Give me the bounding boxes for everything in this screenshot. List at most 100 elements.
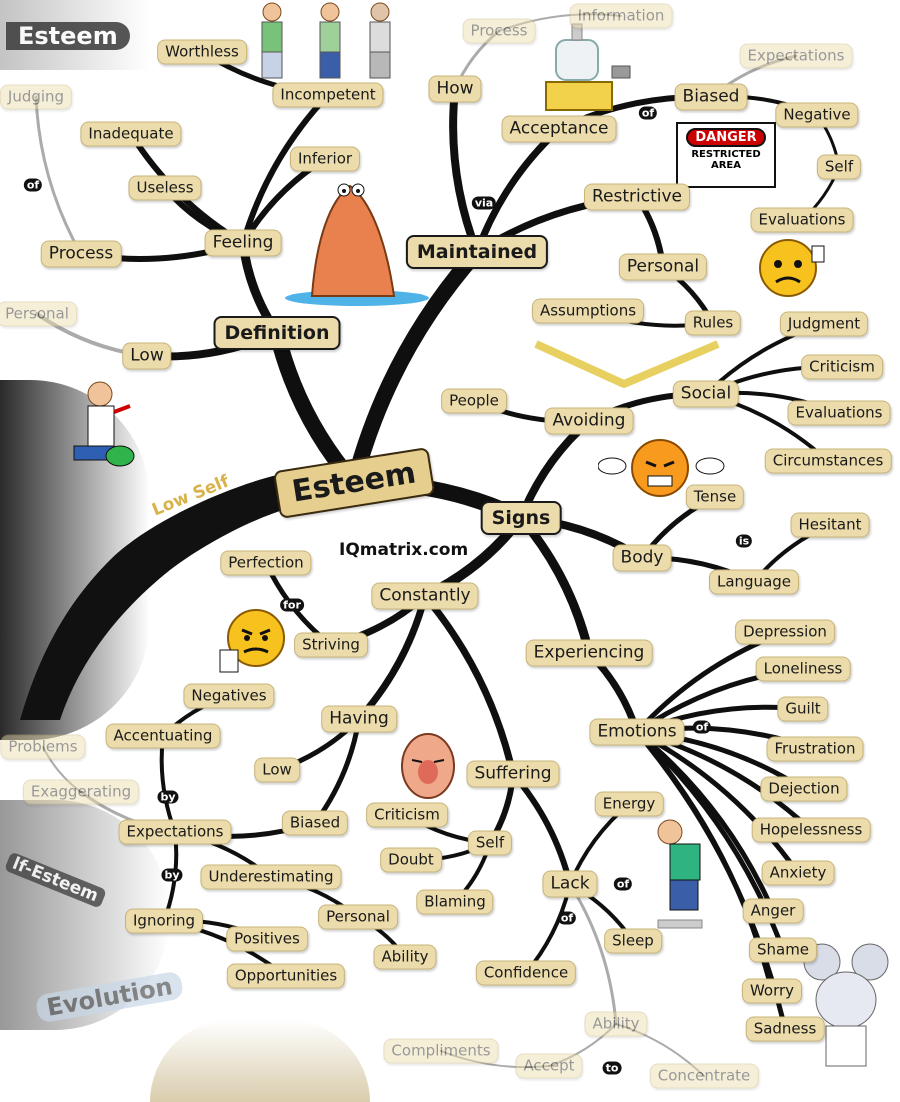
node-emotions[interactable]: Emotions — [589, 718, 685, 746]
node-acceptance[interactable]: Acceptance — [501, 115, 617, 143]
node-expectations_t[interactable]: Expectations — [739, 43, 853, 69]
node-ability_b[interactable]: Ability — [373, 944, 437, 970]
node-self_t[interactable]: Self — [816, 154, 862, 180]
node-judgment[interactable]: Judgment — [779, 311, 869, 337]
tired-man-icon — [657, 819, 703, 929]
node-doubt[interactable]: Doubt — [380, 847, 442, 873]
node-worthless[interactable]: Worthless — [157, 39, 247, 65]
node-sleep[interactable]: Sleep — [604, 928, 662, 954]
node-criticism_m[interactable]: Criticism — [366, 802, 448, 828]
node-personal_l[interactable]: Personal — [0, 301, 77, 327]
node-expectations_m[interactable]: Expectations — [118, 819, 232, 845]
low-self-branch — [20, 470, 300, 720]
node-ignoring[interactable]: Ignoring — [125, 908, 203, 934]
node-frustration[interactable]: Frustration — [766, 736, 864, 762]
link-suffering-lack — [510, 771, 573, 887]
link-lack-ability_f — [568, 882, 618, 1026]
node-compliments[interactable]: Compliments — [383, 1038, 499, 1064]
node-concentrate[interactable]: Concentrate — [649, 1063, 759, 1089]
link-process_t-information — [498, 13, 622, 32]
node-depression[interactable]: Depression — [735, 619, 835, 645]
node-biased_m[interactable]: Biased — [281, 810, 349, 836]
node-inadequate[interactable]: Inadequate — [80, 121, 182, 147]
node-accept[interactable]: Accept — [515, 1053, 583, 1079]
node-circumstances[interactable]: Circumstances — [764, 448, 892, 474]
node-biased_t[interactable]: Biased — [674, 83, 748, 111]
node-striving[interactable]: Striving — [294, 632, 368, 658]
link-exaggerating-problems — [42, 746, 82, 793]
node-rules[interactable]: Rules — [684, 310, 742, 336]
link-feeling-incompetent — [240, 92, 331, 246]
node-positives[interactable]: Positives — [226, 926, 308, 952]
node-confidence[interactable]: Confidence — [475, 960, 577, 986]
link-accept-compliments — [440, 1050, 550, 1069]
node-blaming[interactable]: Blaming — [416, 889, 494, 915]
node-shame[interactable]: Shame — [748, 937, 818, 963]
old-man-face-icon — [401, 733, 455, 799]
node-experiencing[interactable]: Experiencing — [525, 639, 653, 667]
connector-label: by — [161, 868, 183, 882]
node-exaggerating[interactable]: Exaggerating — [22, 779, 140, 805]
node-self_m[interactable]: Self — [467, 830, 513, 856]
node-low[interactable]: Low — [122, 342, 172, 370]
node-accentuating[interactable]: Accentuating — [105, 723, 221, 749]
node-suffering[interactable]: Suffering — [466, 760, 560, 788]
node-inferior[interactable]: Inferior — [289, 146, 361, 172]
mouse-icon — [803, 943, 889, 1067]
node-maintained[interactable]: Maintained — [405, 235, 549, 269]
node-how[interactable]: How — [428, 75, 482, 103]
esteem-clip-label: Esteem — [6, 22, 130, 50]
node-energy[interactable]: Energy — [594, 791, 664, 817]
node-underestimating[interactable]: Underestimating — [200, 864, 342, 890]
angry-face-icon — [219, 609, 285, 673]
node-avoiding[interactable]: Avoiding — [544, 407, 634, 435]
node-social[interactable]: Social — [672, 380, 740, 408]
node-process_l[interactable]: Process — [40, 240, 122, 268]
node-worry[interactable]: Worry — [741, 978, 803, 1004]
node-guilt[interactable]: Guilt — [777, 696, 829, 722]
node-low_m[interactable]: Low — [254, 757, 300, 783]
node-constantly[interactable]: Constantly — [371, 582, 479, 610]
node-negatives[interactable]: Negatives — [183, 683, 275, 709]
node-ability_f[interactable]: Ability — [584, 1011, 648, 1037]
node-opportunities[interactable]: Opportunities — [226, 963, 346, 989]
node-anxiety[interactable]: Anxiety — [761, 860, 835, 886]
connector-label: of — [557, 911, 577, 925]
node-feeling[interactable]: Feeling — [204, 229, 282, 257]
node-evaluations_t[interactable]: Evaluations — [750, 207, 854, 233]
link-ability_f-accept — [548, 1023, 617, 1067]
node-personal_m[interactable]: Personal — [618, 253, 708, 281]
node-hopelessness[interactable]: Hopelessness — [751, 817, 871, 843]
node-tense[interactable]: Tense — [685, 484, 745, 510]
link-ability_f-concentrate — [615, 1023, 705, 1077]
node-having[interactable]: Having — [321, 705, 397, 733]
node-loneliness[interactable]: Loneliness — [755, 656, 851, 682]
node-negative[interactable]: Negative — [775, 102, 859, 128]
connector-label: by — [157, 790, 179, 804]
node-sadness[interactable]: Sadness — [745, 1016, 825, 1042]
node-language[interactable]: Language — [708, 569, 800, 595]
connector-label: for — [280, 598, 304, 612]
node-restrictive[interactable]: Restrictive — [584, 183, 690, 211]
node-information[interactable]: Information — [569, 3, 673, 29]
node-personal_b[interactable]: Personal — [318, 904, 398, 930]
connector-label: of — [692, 720, 712, 734]
node-dejection[interactable]: Dejection — [760, 776, 848, 802]
node-perfection[interactable]: Perfection — [220, 550, 312, 576]
node-useless[interactable]: Useless — [128, 175, 202, 201]
node-problems[interactable]: Problems — [0, 734, 86, 760]
node-signs[interactable]: Signs — [480, 501, 562, 535]
node-process_t[interactable]: Process — [462, 18, 536, 44]
node-criticism_r[interactable]: Criticism — [801, 354, 883, 380]
node-anger[interactable]: Anger — [742, 898, 804, 924]
link-constantly-suffering — [421, 592, 517, 778]
node-body[interactable]: Body — [612, 544, 672, 572]
node-evaluations_r[interactable]: Evaluations — [787, 400, 891, 426]
node-judging[interactable]: Judging — [0, 84, 73, 110]
node-hesitant[interactable]: Hesitant — [790, 512, 870, 538]
node-people[interactable]: People — [441, 388, 507, 414]
node-assumptions[interactable]: Assumptions — [531, 298, 645, 324]
node-definition[interactable]: Definition — [213, 316, 341, 350]
node-lack[interactable]: Lack — [542, 870, 598, 898]
node-incompetent[interactable]: Incompetent — [272, 82, 384, 108]
